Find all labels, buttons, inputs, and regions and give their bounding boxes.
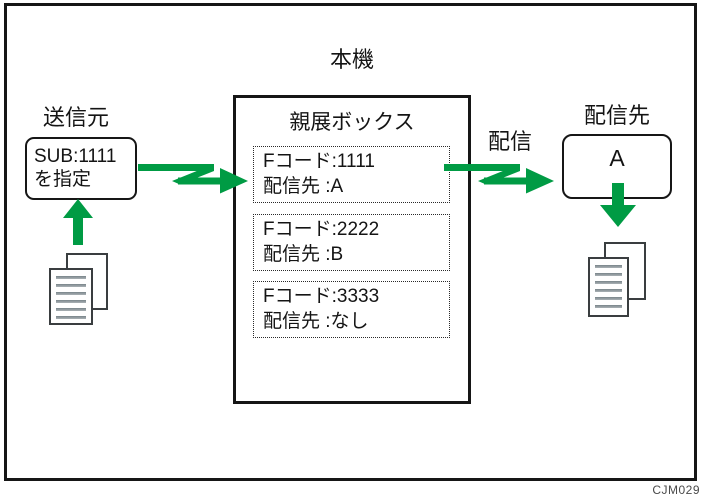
fcode-entry-1: Fコード:1111 配信先 :A <box>253 146 450 203</box>
confidential-box-title: 親展ボックス <box>289 111 415 134</box>
sub-note-text: を指定 <box>34 169 92 190</box>
destination-text: 配信先 :なし <box>263 311 369 332</box>
machine-box: 親展ボックス Fコード:1111 配信先 :A Fコード:2222 配信先 :B… <box>233 95 471 404</box>
delivery-label: 配信 <box>487 129 532 154</box>
destination-text: 配信先 :A <box>263 176 344 197</box>
delivery-fax-arrow-icon <box>444 164 554 194</box>
destination-text: 配信先 :B <box>263 244 344 265</box>
sender-sub-box: SUB:1111 を指定 <box>25 137 137 200</box>
documents-icon <box>588 242 648 318</box>
documents-icon <box>49 253 109 326</box>
destination-label: 配信先 <box>583 103 650 128</box>
machine-label: 本機 <box>329 47 374 72</box>
fcode-text: Fコード:2222 <box>263 219 380 240</box>
fax-arrow-icon <box>138 164 248 194</box>
document-front-page <box>588 257 629 317</box>
sub-code-text: SUB:1111 <box>34 146 117 167</box>
figure-code: CJM029 <box>652 483 700 497</box>
sender-label: 送信元 <box>42 105 109 130</box>
arrow-down-icon <box>600 183 636 227</box>
fcode-text: Fコード:1111 <box>263 151 375 172</box>
destination-name: A <box>609 145 625 171</box>
fcode-entry-3: Fコード:3333 配信先 :なし <box>253 281 450 338</box>
arrow-up-icon <box>63 199 93 245</box>
fcode-text: Fコード:3333 <box>263 286 380 307</box>
document-front-page <box>49 268 93 325</box>
fcode-entry-2: Fコード:2222 配信先 :B <box>253 214 450 271</box>
